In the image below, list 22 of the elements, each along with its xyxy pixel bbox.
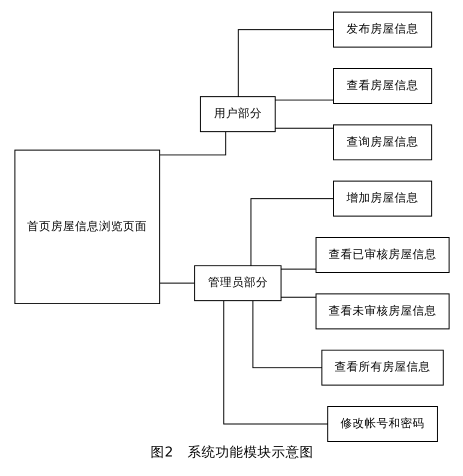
connector bbox=[252, 300, 322, 368]
node-box: 查看已审核房屋信息 bbox=[315, 237, 450, 273]
node-box: 增加房屋信息 bbox=[332, 180, 432, 217]
connector bbox=[280, 268, 316, 270]
connector bbox=[158, 282, 194, 284]
connector bbox=[222, 300, 328, 425]
caption: 图2 系统功能模块示意图 bbox=[150, 444, 313, 460]
node-box: 查看所有房屋信息 bbox=[320, 350, 444, 386]
connector bbox=[280, 296, 316, 298]
node-box: 首页房屋信息浏览页面 bbox=[14, 150, 160, 304]
node-box: 管理员部分 bbox=[194, 265, 282, 302]
node-box: 查询房屋信息 bbox=[332, 124, 432, 160]
node-box: 查看房屋信息 bbox=[332, 68, 432, 104]
node-box: 修改帐号和密码 bbox=[326, 406, 438, 442]
node-box: 发布房屋信息 bbox=[332, 12, 432, 48]
connector bbox=[274, 128, 334, 129]
connector bbox=[237, 29, 334, 98]
connector bbox=[158, 131, 226, 156]
node-box: 用户部分 bbox=[199, 96, 276, 132]
connector bbox=[250, 198, 334, 266]
node-box: 查看未审核房屋信息 bbox=[315, 293, 450, 330]
connector bbox=[274, 100, 334, 101]
